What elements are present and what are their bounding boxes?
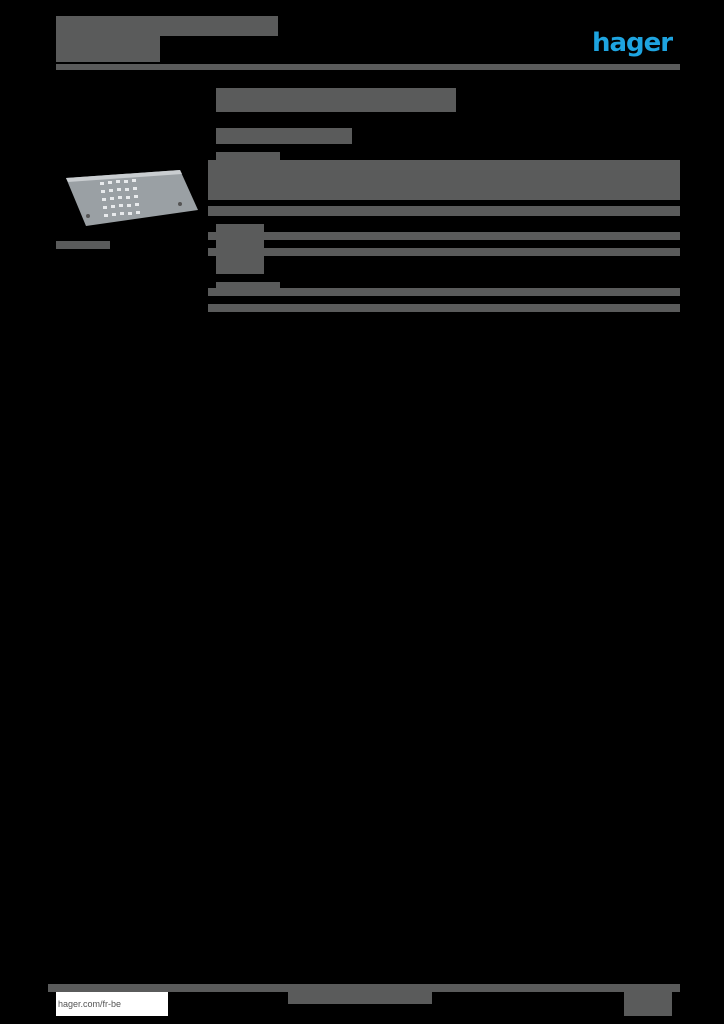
header-subtitle-block xyxy=(56,36,160,62)
spec-row-2 xyxy=(208,232,680,240)
spec-row-1 xyxy=(208,160,680,200)
footer-page-block xyxy=(624,990,672,1016)
spec-label-1 xyxy=(216,152,280,162)
product-image-caption xyxy=(56,241,110,249)
product-title-block xyxy=(216,88,456,112)
spec-row-1-bottom xyxy=(208,206,680,216)
header-rule xyxy=(56,64,680,70)
header-title-block xyxy=(56,16,278,36)
footer-url[interactable]: hager.com/fr-be xyxy=(56,992,168,1016)
footer-rule xyxy=(48,984,680,992)
product-reference-block xyxy=(216,128,352,144)
product-image xyxy=(66,170,198,226)
spec-row-3b xyxy=(208,304,680,312)
spec-row-3 xyxy=(208,288,680,296)
hager-logo: hager xyxy=(592,28,673,58)
footer-center-block xyxy=(288,990,432,1004)
spec-row-2b xyxy=(208,248,680,256)
